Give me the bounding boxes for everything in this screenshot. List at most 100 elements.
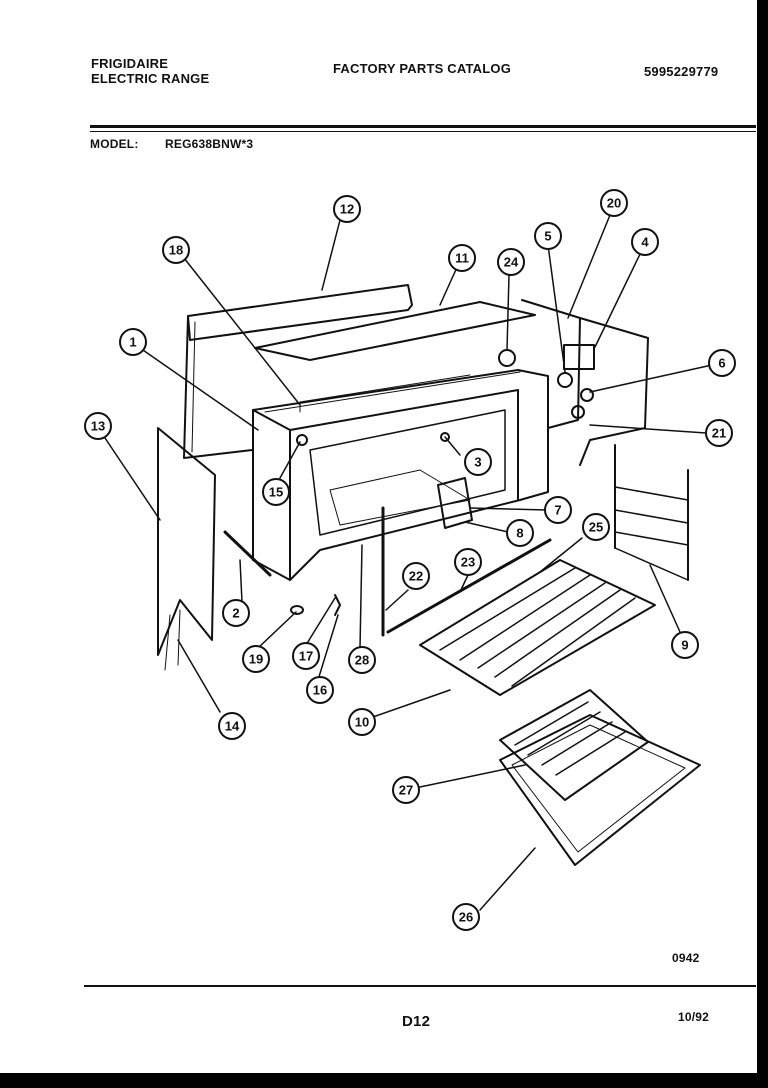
callout-2: 2 [232,606,239,621]
callout-28: 28 [355,653,369,668]
callout-24-circle [497,248,525,276]
side-rail-bottom [386,538,552,634]
oven-rack [419,559,656,696]
exploded-view-diagram: 1 2 3 4 5 6 7 8 9 10 11 12 13 14 15 16 1… [84,189,736,931]
parts-catalog-sheet: FRIGIDAIRE ELECTRIC RANGE FACTORY PARTS … [0,0,757,1073]
callout-13: 13 [91,419,105,434]
rack-bars [439,567,636,687]
callout-21: 21 [712,426,726,441]
oven-front-top [289,389,519,501]
callout-10-circle [348,708,376,736]
terminal-bracket [437,477,473,529]
back-panel-top [187,284,413,341]
thermostat-knob [557,372,573,388]
shelf-support-rungs [614,486,689,581]
callout-22: 22 [409,569,423,584]
callout-17-circle [292,642,320,670]
switch-knob [580,388,594,402]
callout-11-circle [448,244,476,272]
part-3-screw [440,432,450,442]
callout-21-circle [705,419,733,447]
callout-8-circle [506,519,534,547]
trim-strip [223,530,272,577]
callout-27: 27 [399,783,413,798]
callout-1-circle [119,328,147,356]
part-17-clip [334,594,341,616]
oven-floor [329,469,471,526]
callout-10: 10 [355,715,369,730]
catalog-title: FACTORY PARTS CATALOG [333,61,512,76]
rear-cover [521,299,581,429]
brand-line-1: FRIGIDAIRE [91,56,169,71]
back-panel-inner-edge [191,321,196,453]
callout-26: 26 [459,910,473,925]
callout-12: 12 [340,202,354,217]
callout-2-circle [222,599,250,627]
brand-line-2: ELECTRIC RANGE [91,71,210,86]
callout-19-circle [242,645,270,673]
callout-5-circle [534,222,562,250]
header-rule-thin [90,131,756,132]
callout-9-circle [671,631,699,659]
callout-5: 5 [544,229,551,244]
callout-4-circle [631,228,659,256]
callout-13-circle [84,412,112,440]
rear-bracket [579,317,649,466]
top-panel [254,301,536,361]
callout-16-circle [306,676,334,704]
callout-7-circle [544,496,572,524]
callout-4: 4 [641,235,649,250]
side-panel [157,427,216,656]
callout-23-circle [454,548,482,576]
callout-6-circle [708,349,736,377]
shelf-support-uprights [614,444,689,581]
callout-18: 18 [169,243,183,258]
broiler-grid-slots [514,701,626,776]
broiler-pan-inner [511,724,686,853]
callout-9: 9 [681,638,688,653]
drawing-code: 0942 [672,951,700,965]
callout-24: 24 [504,255,519,270]
header-rule-thick [90,125,756,128]
callout-15: 15 [269,485,283,500]
model-value: REG638BNW*3 [165,137,254,151]
callout-18-circle [162,236,190,264]
relay-box [563,344,595,370]
callout-11: 11 [455,251,469,266]
oven-top-rim [264,371,521,413]
callout-26-circle [452,903,480,931]
model-label: MODEL: [90,137,139,151]
date-code: 10/92 [678,1010,710,1024]
callout-22-circle [402,562,430,590]
broiler-pan [499,714,701,866]
part-19-washer [290,605,304,615]
callout-20: 20 [607,196,621,211]
callout-14: 14 [225,719,240,734]
callout-3: 3 [474,455,481,470]
callout-17: 17 [299,649,313,664]
callout-16: 16 [313,683,327,698]
callout-25-circle [582,513,610,541]
callout-7: 7 [554,503,561,518]
callout-27-circle [392,776,420,804]
callout-23: 23 [461,555,475,570]
callout-3-circle [464,448,492,476]
callout-14-circle [218,712,246,740]
page-code: D12 [402,1013,431,1030]
callout-8: 8 [516,526,523,541]
part-24-plug [498,349,516,367]
callout-25: 25 [589,520,603,535]
oven-inner-opening [309,409,506,536]
back-panel-left-edge [183,315,253,459]
callout-1: 1 [129,335,136,350]
callout-6: 6 [718,356,725,371]
part-15-bulb [296,434,308,446]
callout-28-circle [348,646,376,674]
sensor-knob [571,405,585,419]
callout-12-circle [333,195,361,223]
footer-rule [84,985,756,987]
callout-15-circle [262,478,290,506]
callout-19: 19 [249,652,263,667]
side-panel-flange [164,609,181,671]
callout-20-circle [600,189,628,217]
